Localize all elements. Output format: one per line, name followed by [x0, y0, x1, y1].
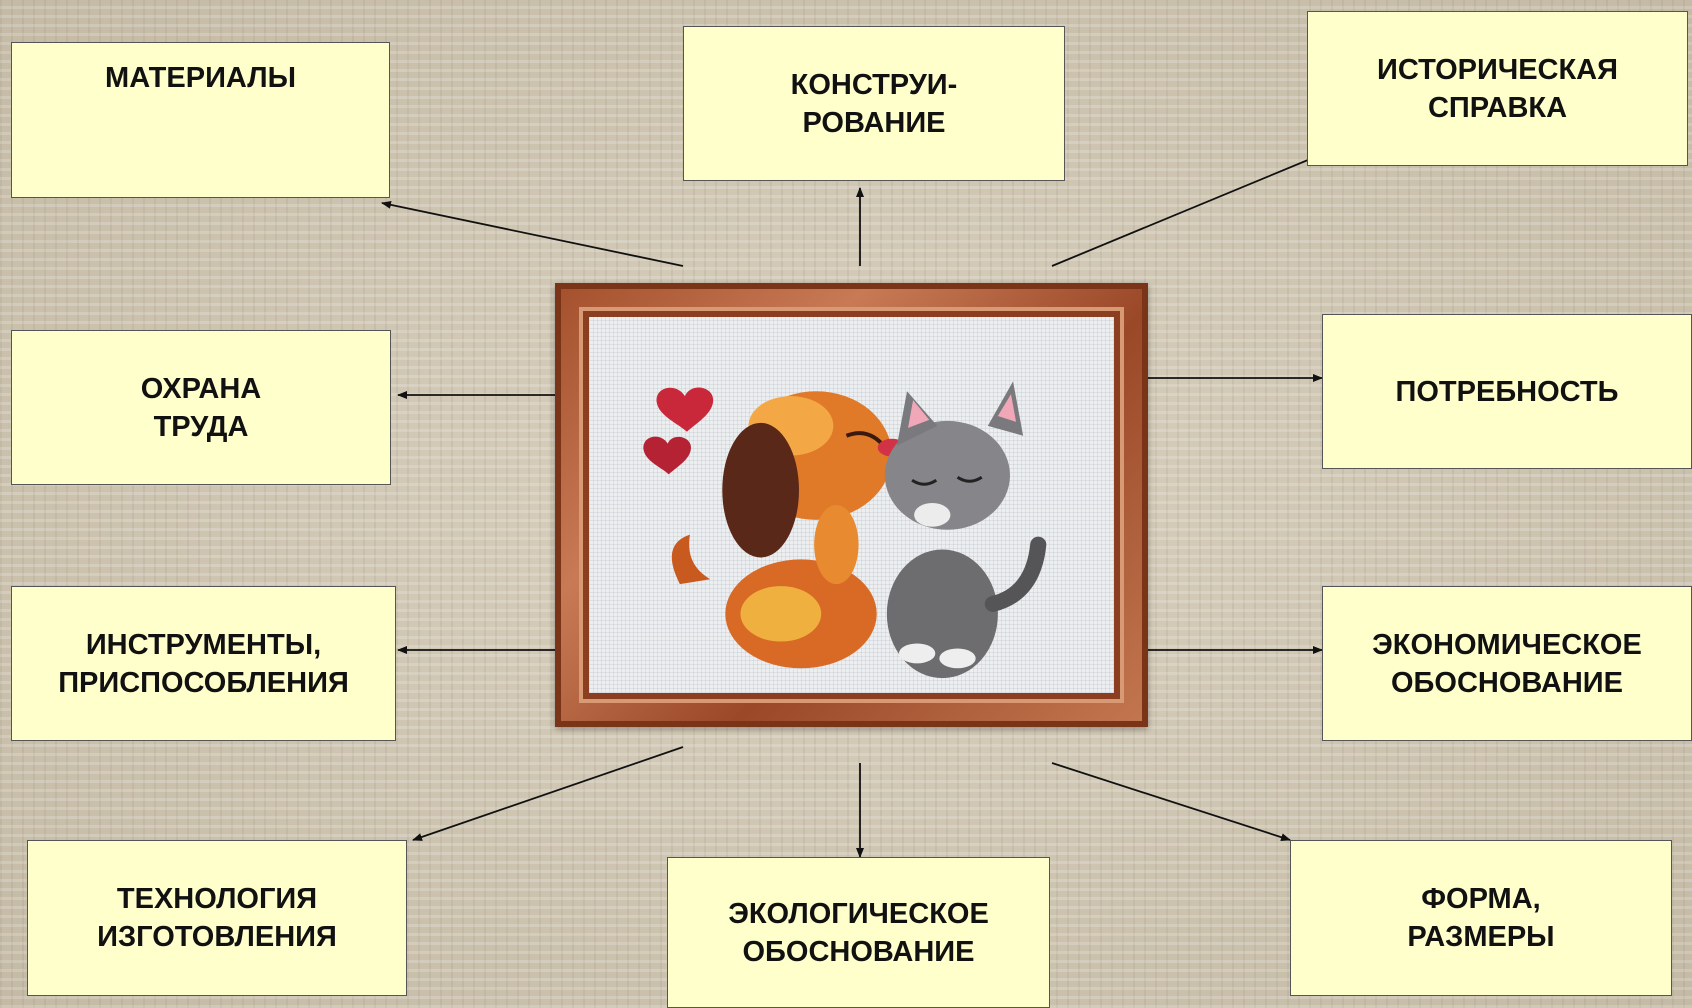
arrow-to-materials: [382, 203, 683, 266]
puppy-and-kitten-embroidery: [589, 317, 1114, 693]
box-economic-justification: ЭКОНОМИЧЕСКОЕ ОБОСНОВАНИЕ: [1322, 586, 1692, 741]
arrow-to-history: [1052, 155, 1320, 266]
heart-icon: [643, 437, 691, 475]
arrow-to-technology: [413, 747, 683, 840]
box-tools: ИНСТРУМЕНТЫ, ПРИСПОСОБЛЕНИЯ: [11, 586, 396, 741]
box-ecological-justification: ЭКОЛОГИЧЕСКОЕ ОБОСНОВАНИЕ: [667, 857, 1050, 1008]
box-construction: КОНСТРУИ- РОВАНИЕ: [683, 26, 1065, 181]
box-form-dimensions: ФОРМА, РАЗМЕРЫ: [1290, 840, 1672, 996]
heart-icon: [657, 388, 714, 432]
box-labor-safety: ОХРАНА ТРУДА: [11, 330, 391, 485]
box-historical-reference: ИСТОРИЧЕСКАЯ СПРАВКА: [1307, 11, 1688, 166]
box-manufacturing-technology: ТЕХНОЛОГИЯ ИЗГОТОВЛЕНИЯ: [27, 840, 407, 996]
box-need: ПОТРЕБНОСТЬ: [1322, 314, 1692, 469]
box-materials: МАТЕРИАЛЫ: [11, 42, 390, 198]
arrow-to-form: [1052, 763, 1290, 840]
framed-cross-stitch-picture: [555, 283, 1148, 727]
